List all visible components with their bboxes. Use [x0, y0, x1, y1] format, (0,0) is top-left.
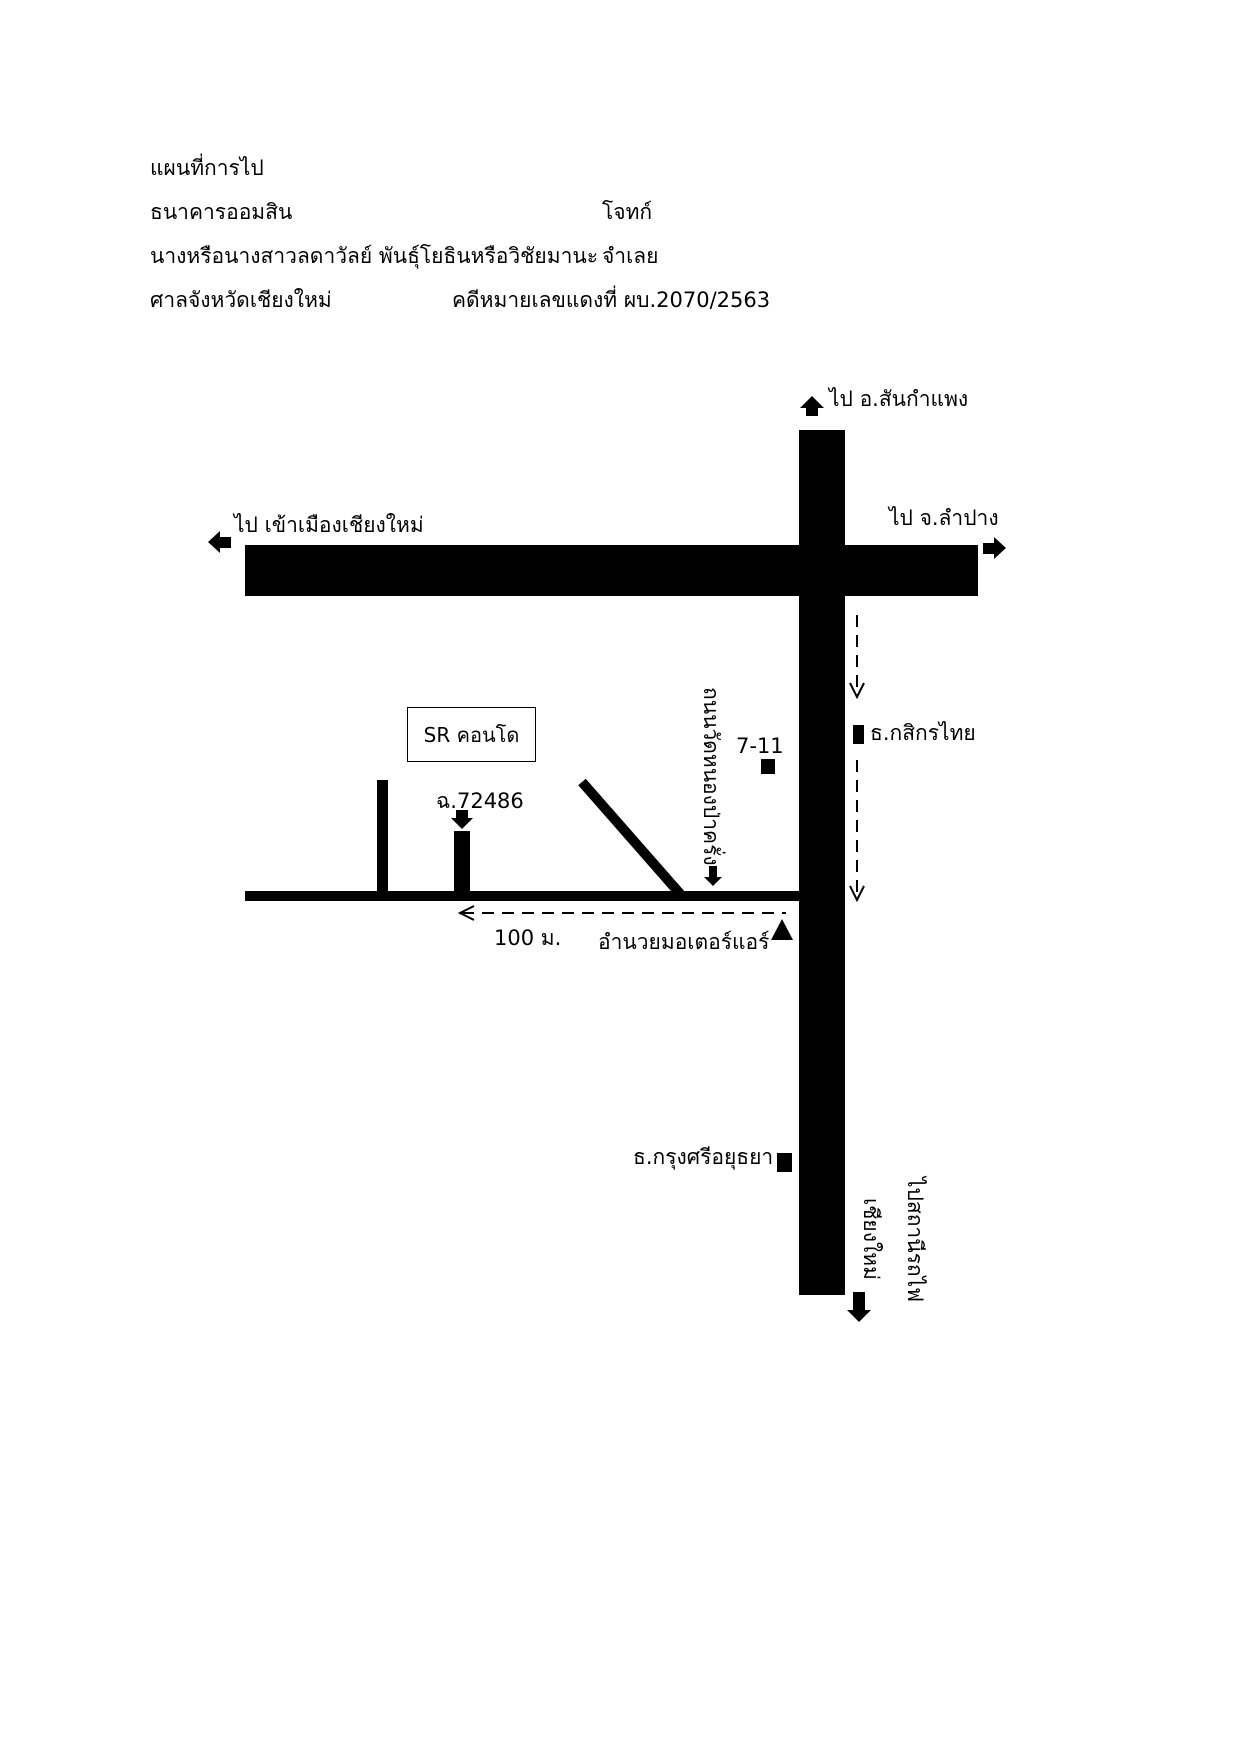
route-arrowhead-1 [849, 682, 865, 700]
arrow-left-icon [208, 531, 231, 553]
square-landmark-icon [853, 725, 864, 744]
soi-road [245, 891, 801, 901]
sr-condo-box: SR คอนโด [407, 707, 536, 762]
defendant-name: นางหรือนางสาวลดาวัลย์ พันธุ์โยธินหรือวิช… [150, 244, 599, 268]
plaintiff-name: ธนาคารออมสิน [150, 200, 293, 224]
label-krungsri-bank: ธ.กรุงศรีอยุธยา [633, 1145, 774, 1169]
square-landmark-icon [777, 1153, 792, 1172]
label-to-lampang: ไป จ.ลำปาง [889, 506, 999, 530]
main-road-vertical [799, 430, 845, 1295]
route-arrowhead-soi [457, 905, 475, 921]
defendant-role: จำเลย [602, 244, 659, 268]
label-distance: 100 ม. [494, 926, 562, 950]
house-pointer-icon [451, 810, 473, 829]
route-arrowhead-2 [849, 885, 865, 903]
label-to-chiang-mai-city: ไป เข้าเมืองเชียงใหม่ [234, 513, 424, 537]
label-soi-name: ถนนวัดหนองป่าครั่ง [699, 687, 723, 866]
court-name: ศาลจังหวัดเชียงใหม่ [150, 288, 332, 312]
label-kasikorn-bank: ธ.กสิกรไทย [870, 721, 976, 745]
triangle-landmark-icon [771, 919, 793, 940]
square-landmark-icon [761, 759, 775, 774]
soi-pointer-icon [704, 866, 722, 886]
label-amnuay-motor-air: อำนวยมอเตอร์แอร์ [598, 930, 770, 954]
label-to-san-kamphaeng: ไป อ.สันกำแพง [829, 387, 969, 411]
label-house-number: ฉ.72486 [436, 789, 524, 813]
house-marker [454, 831, 470, 891]
arrow-right-icon [983, 537, 1006, 559]
plaintiff-role: โจทก์ [602, 200, 653, 224]
case-number: คดีหมายเลขแดงที่ ผบ.2070/2563 [452, 288, 771, 312]
label-to-station-line2: เชียงใหม่ [859, 1198, 883, 1280]
label-seven-eleven: 7-11 [736, 734, 784, 758]
arrow-up-icon [800, 396, 824, 416]
diagonal-road [578, 778, 686, 900]
main-road-horizontal [245, 545, 978, 596]
side-lane [377, 780, 388, 895]
page-title: แผนที่การไป [150, 156, 264, 180]
arrow-down-icon [847, 1292, 871, 1322]
label-to-station-line1: ไปสถานีรถไฟ [903, 1177, 927, 1302]
